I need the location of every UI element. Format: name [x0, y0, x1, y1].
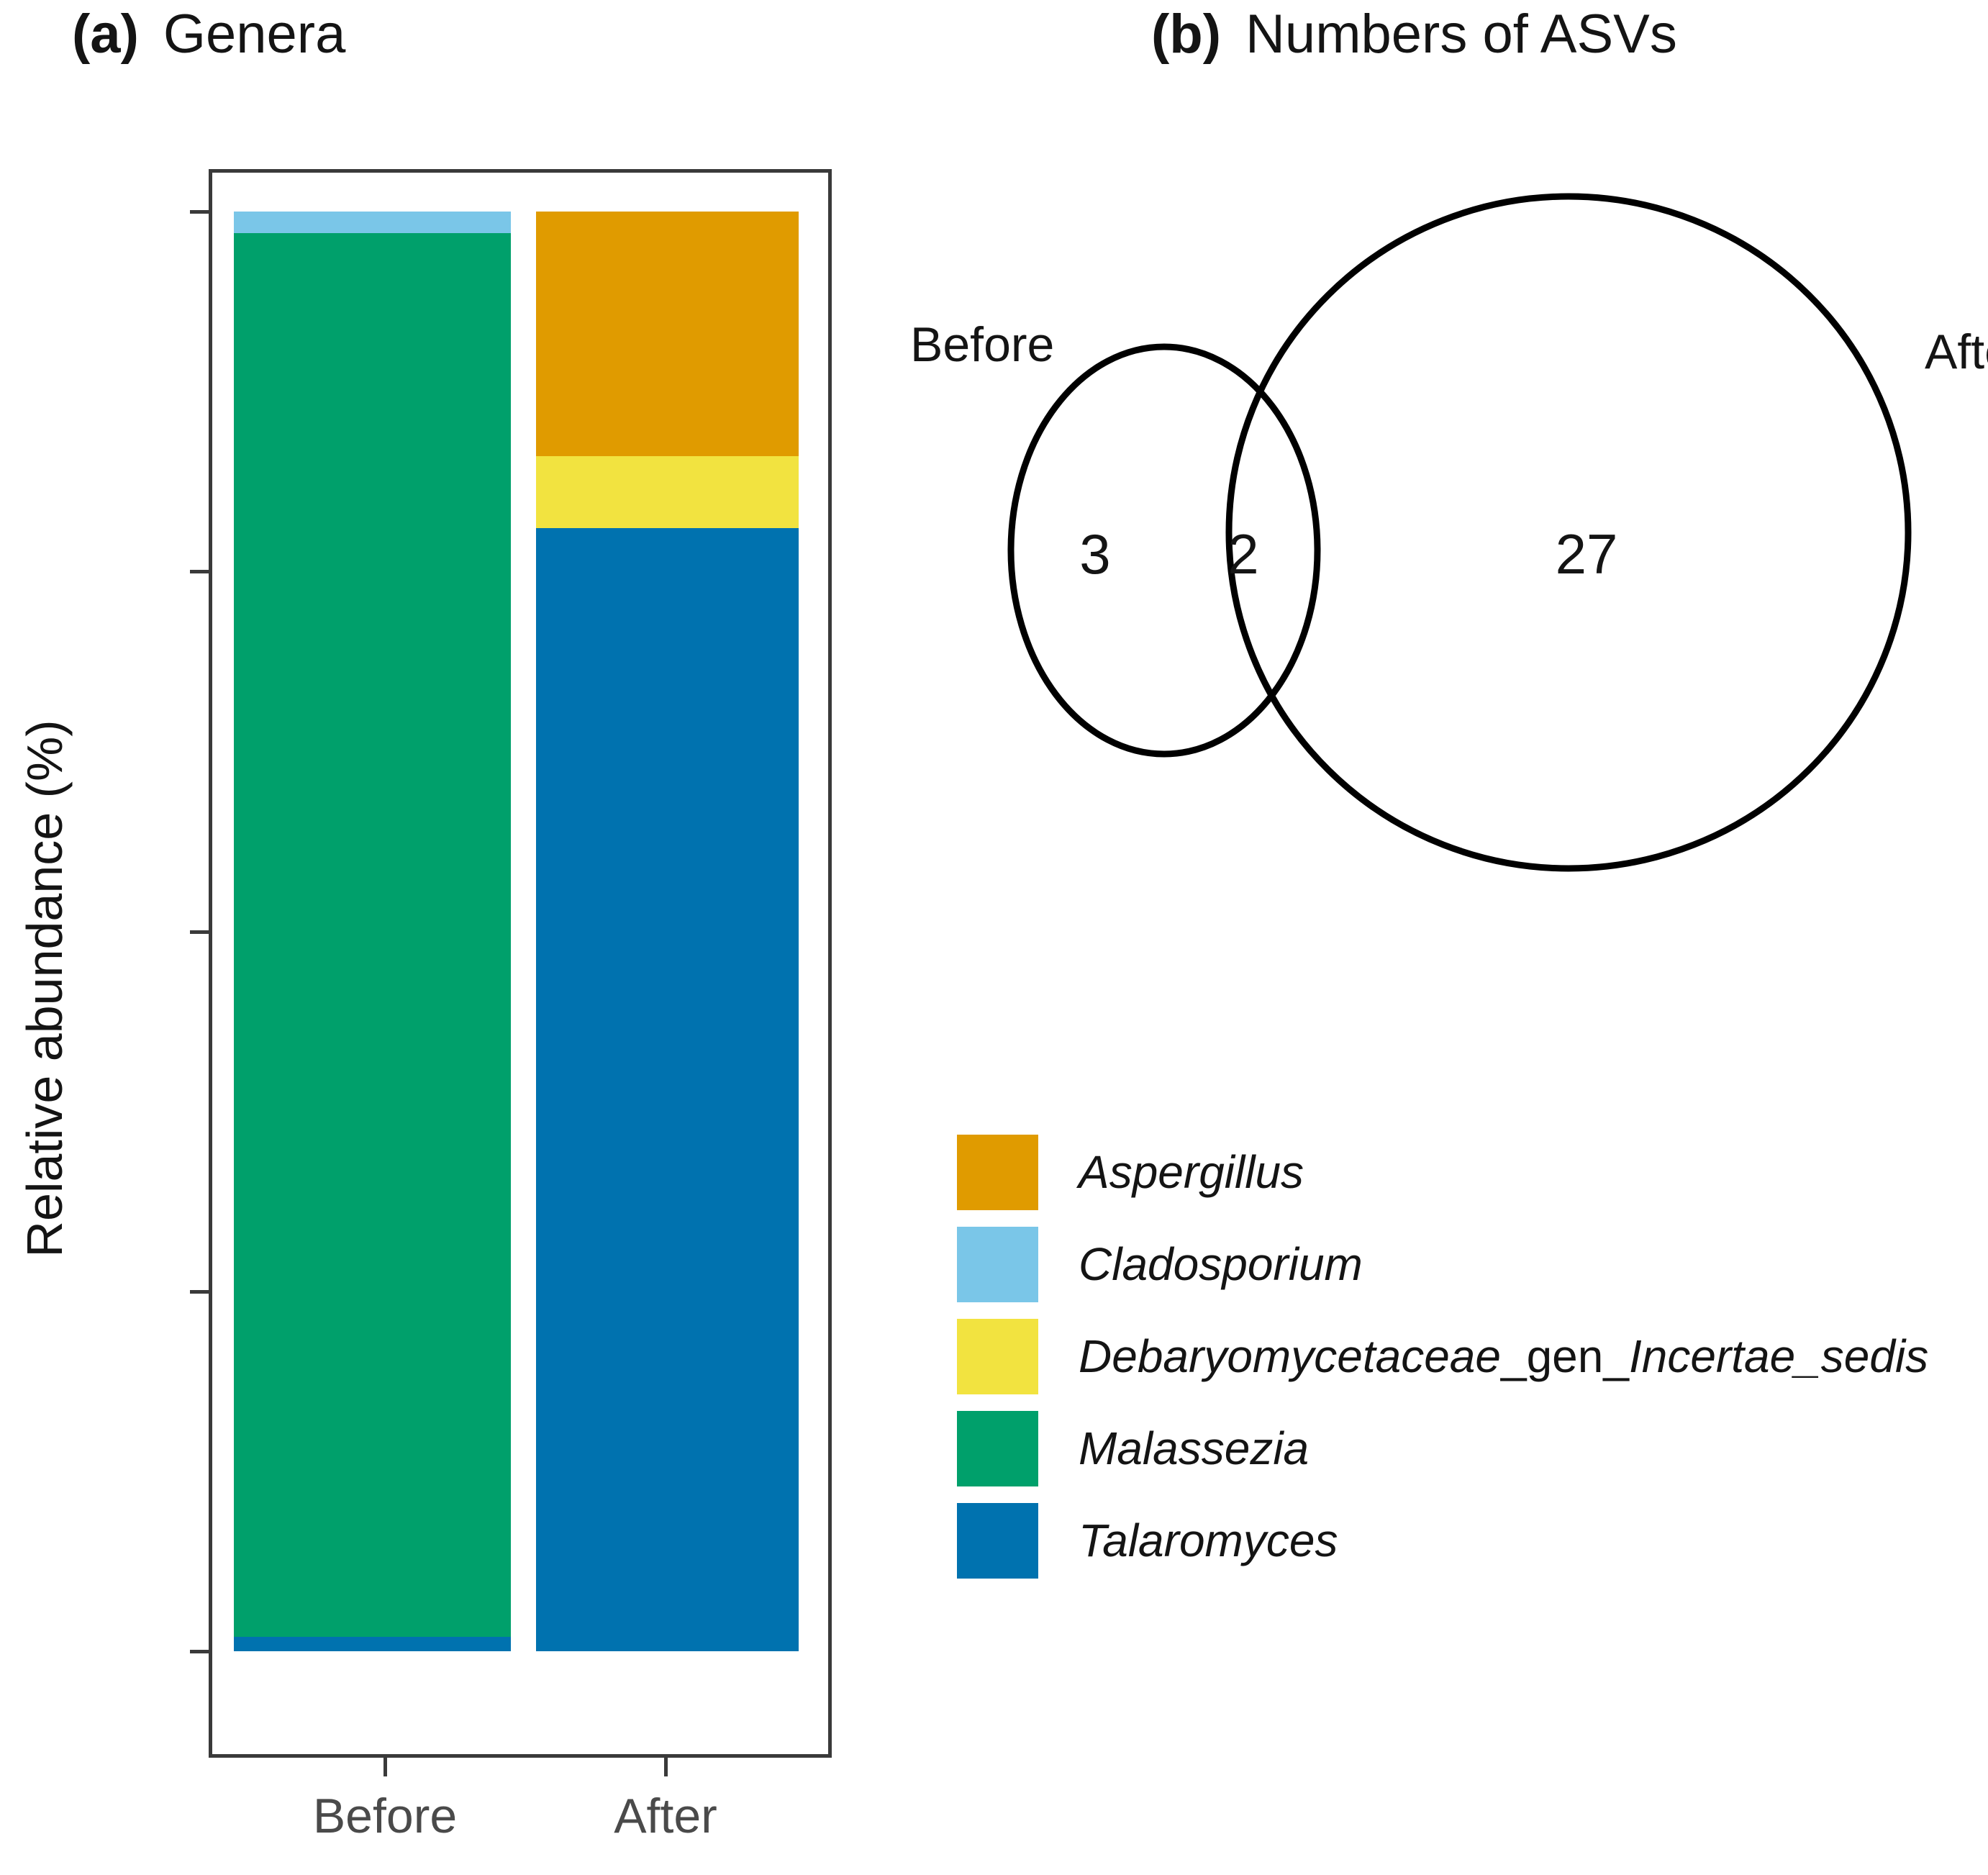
panel-a-title: (a) Genera	[72, 7, 345, 62]
legend-item-debaryomycetaceae[interactable]: Debaryomycetaceae_gen_Incertae_sedis	[957, 1310, 1986, 1402]
bar-after[interactable]	[536, 212, 799, 1651]
bars-area	[212, 212, 828, 1651]
x-tick-mark-after	[664, 1756, 668, 1776]
legend-label-part-gen: _gen_	[1500, 1330, 1629, 1382]
legend-label-part-genus: Debaryomycetaceae	[1079, 1330, 1501, 1382]
y-tick-mark-75	[190, 570, 209, 573]
legend-item-malassezia[interactable]: Malassezia	[957, 1402, 1986, 1494]
panel-b-title-text: Numbers of ASVs	[1245, 4, 1677, 65]
legend-label-part-incertae: Incertae_sedis	[1628, 1330, 1929, 1382]
panel-b-asvs: (b) Numbers of ASVs Before After 3 2 27 A…	[899, 0, 1988, 1875]
venn-label-before: Before	[910, 317, 1055, 372]
x-tick-label-after: After	[614, 1789, 717, 1843]
bar-before-seg-cladosporium[interactable]	[234, 212, 511, 234]
legend-label-malassezia: Malassezia	[1079, 1422, 1310, 1474]
bar-before[interactable]	[234, 212, 511, 1651]
venn-circle-after[interactable]	[1225, 193, 1912, 872]
bar-after-seg-debaryomycetaceae[interactable]	[536, 456, 799, 529]
y-tick-mark-100	[190, 210, 209, 214]
legend-item-talaromyces[interactable]: Talaromyces	[957, 1494, 1986, 1586]
panel-a-tag: (a)	[72, 4, 139, 65]
panel-b-tag: (b)	[1151, 4, 1222, 65]
panel-a-genera: (a)Genera Relative abundance (%) 0 25 50…	[0, 0, 899, 1875]
legend-item-cladosporium[interactable]: Cladosporium	[957, 1218, 1986, 1310]
y-axis-title: Relative abundance (%)	[17, 719, 73, 1258]
bar-after-seg-aspergillus[interactable]	[536, 212, 799, 457]
venn-label-after: After	[1925, 324, 1988, 379]
bar-before-seg-talaromyces[interactable]	[234, 1637, 511, 1651]
legend-swatch-debaryomycetaceae	[957, 1318, 1038, 1394]
x-tick-label-before: Before	[312, 1789, 458, 1843]
legend-swatch-cladosporium	[957, 1226, 1038, 1302]
venn-circle-before[interactable]	[1007, 343, 1321, 758]
legend-label-cladosporium: Cladosporium	[1079, 1238, 1363, 1290]
panel-a-title-text: Genera	[163, 4, 346, 65]
bar-before-seg-malassezia[interactable]	[234, 233, 511, 1637]
y-tick-mark-50	[190, 930, 209, 934]
legend-label-aspergillus: Aspergillus	[1079, 1146, 1304, 1198]
venn-count-intersection: 2	[1227, 522, 1259, 586]
genera-legend: Aspergillus Cladosporium Debaryomycetace…	[957, 1126, 1986, 1586]
y-tick-mark-0	[190, 1650, 209, 1653]
x-tick-mark-before	[383, 1756, 387, 1776]
venn-diagram: Before After 3 2 27	[899, 94, 1988, 943]
legend-label-debaryomycetaceae: Debaryomycetaceae_gen_Incertae_sedis	[1079, 1333, 1928, 1379]
legend-swatch-talaromyces	[957, 1502, 1038, 1579]
bar-after-seg-talaromyces[interactable]	[536, 528, 799, 1651]
legend-swatch-aspergillus	[957, 1134, 1038, 1210]
venn-count-after-only: 27	[1555, 522, 1618, 586]
venn-count-before-only: 3	[1079, 522, 1111, 586]
legend-item-aspergillus[interactable]: Aspergillus	[957, 1126, 1986, 1218]
venn-svg	[1007, 193, 1912, 872]
legend-swatch-malassezia	[957, 1410, 1038, 1486]
panel-b-title: (b) Numbers of ASVs	[1151, 7, 1677, 62]
y-tick-mark-25	[190, 1290, 209, 1294]
legend-label-talaromyces: Talaromyces	[1079, 1515, 1338, 1566]
